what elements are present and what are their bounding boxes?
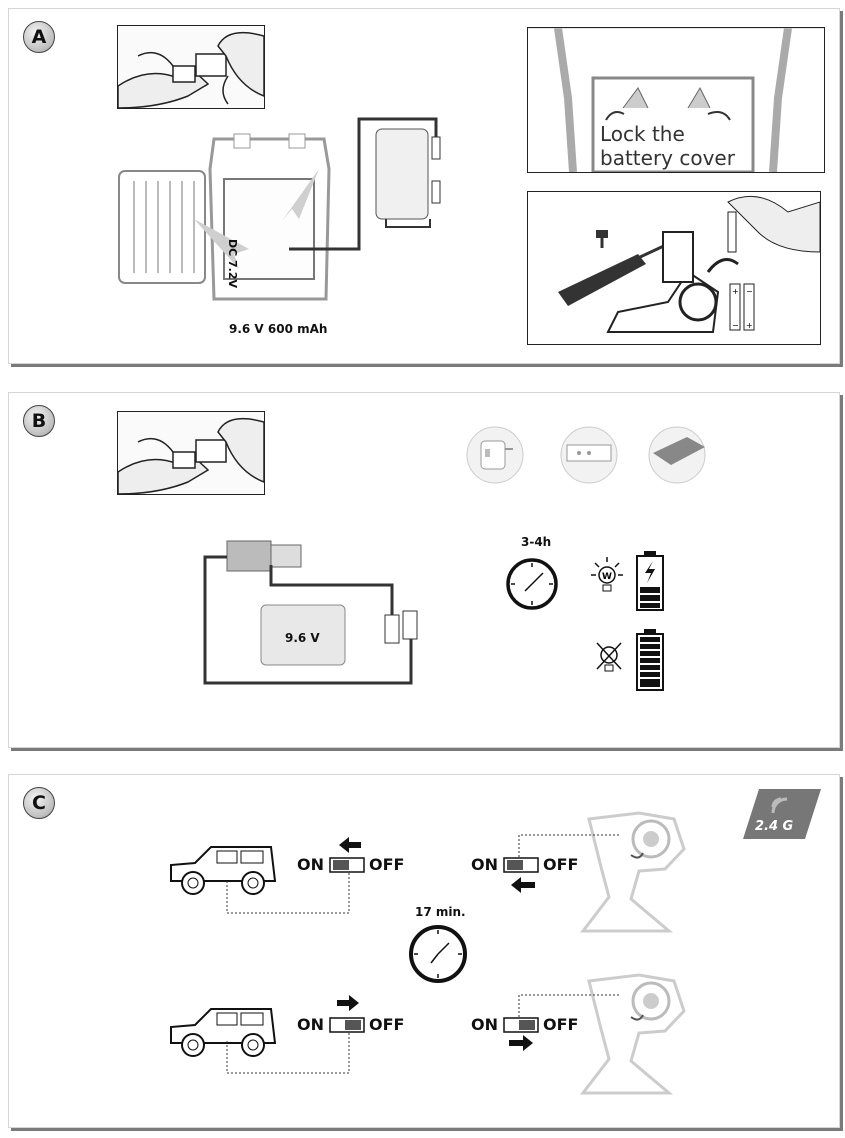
- power-bank-dark-icon: [648, 426, 706, 484]
- dc-voltage-label: DC 7.2V: [226, 239, 239, 289]
- svg-text:−: −: [746, 287, 753, 296]
- signal-2-4g-label: 2.4 G: [755, 819, 794, 834]
- usb-cable-icon: [203, 540, 418, 685]
- battery-cover-inset: Lock the battery cover: [527, 27, 825, 173]
- car-icon: [170, 846, 277, 895]
- arrow-icon: [511, 877, 535, 893]
- on-label-r2-car: ON: [297, 1015, 324, 1034]
- connector-hand-icon: [118, 31, 264, 108]
- on-label-r1-car: ON: [297, 855, 324, 874]
- off-label-r1-car: OFF: [369, 855, 405, 874]
- chassis-icon: [528, 28, 824, 172]
- arrow-icon: [509, 1035, 533, 1051]
- car-icon: [170, 1008, 277, 1057]
- aa-battery-icon: +− −+: [729, 283, 755, 331]
- timer-label: 17 min.: [415, 905, 466, 919]
- on-label-r2-remote: ON: [471, 1015, 498, 1034]
- switch-icon[interactable]: [329, 857, 365, 873]
- off-label-r1-remote: OFF: [543, 855, 579, 874]
- switch-icon[interactable]: [503, 1017, 539, 1033]
- usb-adapter-icon: [466, 426, 524, 484]
- switch-icon[interactable]: [503, 857, 539, 873]
- connector-hand-inset: [117, 25, 265, 109]
- clock-icon: [409, 925, 467, 983]
- remote-battery-inset: +− −+: [527, 191, 821, 345]
- bulb-off-icon: [596, 642, 622, 672]
- battery-voltage-label: 9.6 V: [285, 631, 320, 645]
- wire-dotted: [226, 1027, 350, 1074]
- panel-a: A DC 7.2V: [8, 8, 840, 364]
- wire-dotted: [518, 994, 619, 1017]
- arrow-icon: [337, 995, 359, 1011]
- battery-charging-icon: [636, 551, 664, 611]
- lock-caption-line2: battery cover: [600, 146, 735, 170]
- charge-time-label: 3-4h: [521, 535, 552, 549]
- signal-2-4g-icon: [743, 789, 821, 839]
- badge-a: A: [23, 21, 55, 53]
- svg-text:+: +: [732, 287, 739, 296]
- battery-pack-icon: [118, 117, 441, 301]
- lock-caption-line1: Lock the: [600, 122, 685, 146]
- bulb-on-icon: W: [591, 557, 623, 592]
- battery-pack-icon: [260, 604, 346, 666]
- wire-dotted: [518, 834, 619, 857]
- svg-text:W: W: [602, 572, 612, 582]
- panel-c: C 2.4 G ON OFF ON OFF: [8, 774, 840, 1128]
- wire-dotted: [226, 867, 350, 914]
- badge-b: B: [23, 405, 55, 437]
- screwdriver-icon: [558, 195, 820, 333]
- badge-c: C: [23, 787, 55, 819]
- on-label-r1-remote: ON: [471, 855, 498, 874]
- svg-text:−: −: [732, 321, 739, 330]
- remote-control-icon: [579, 973, 686, 1095]
- connector-hand-inset-b: [117, 411, 265, 495]
- power-bank-icon: [560, 426, 618, 484]
- svg-text:+: +: [746, 321, 753, 330]
- remote-control-icon: [579, 811, 686, 933]
- off-label-r2-remote: OFF: [543, 1015, 579, 1034]
- panel-b: B 9.6 V 3-4h: [8, 392, 840, 748]
- off-label-r2-car: OFF: [369, 1015, 405, 1034]
- battery-full-icon: [636, 629, 664, 691]
- switch-icon[interactable]: [329, 1017, 365, 1033]
- connector-hand-icon: [118, 417, 264, 494]
- clock-icon: [506, 558, 558, 610]
- battery-capacity-label: 9.6 V 600 mAh: [229, 322, 328, 336]
- arrow-icon: [339, 837, 361, 853]
